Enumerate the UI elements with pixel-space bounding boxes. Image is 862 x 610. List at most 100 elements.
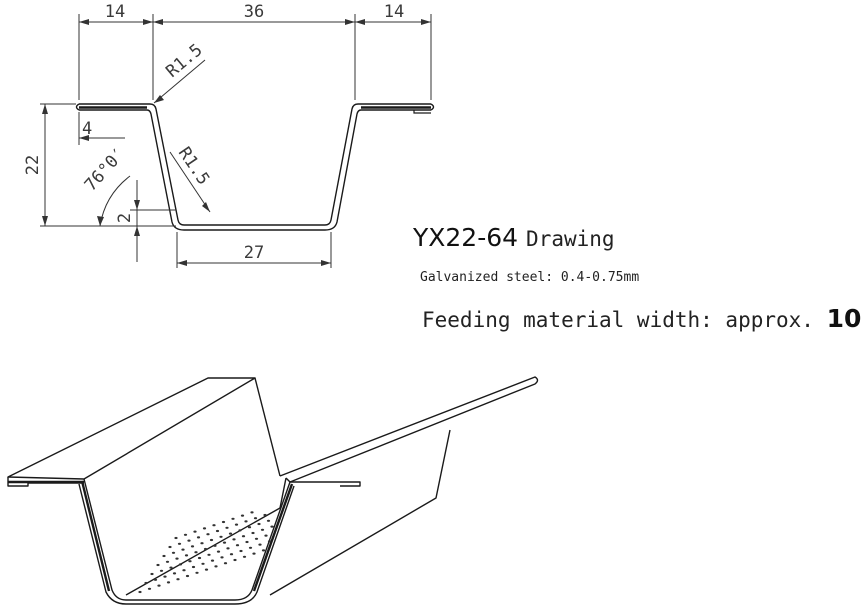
perforation-dot [175, 557, 179, 560]
perforation-dot [144, 581, 148, 585]
perforation-dot [215, 529, 220, 533]
dim-radius-top: R1.5 [162, 40, 206, 82]
perforation-dot [184, 554, 189, 557]
perforation-dot [147, 587, 152, 590]
perforation-dot [196, 536, 201, 539]
perforation-dots [138, 511, 274, 594]
perforation-dot [213, 544, 217, 547]
perforation-dot [264, 534, 268, 537]
perforation-dot [252, 552, 256, 555]
perforation-dot [183, 533, 188, 536]
perforation-dot [235, 544, 240, 547]
perforation-dot [174, 536, 178, 540]
perforation-dot [244, 520, 248, 523]
model-name: YX22-64 [412, 223, 518, 252]
perforation-dot [157, 584, 161, 587]
dim-top-right-flange: 14 [384, 2, 404, 22]
perforation-dot [240, 514, 245, 517]
perforation-dot [204, 568, 209, 571]
perforation-dot [247, 526, 252, 529]
perforation-dot [162, 554, 166, 558]
perforation-dot [214, 565, 218, 568]
perforation-dot [188, 560, 192, 563]
perforation-dot [201, 562, 205, 565]
perforation-dot [242, 555, 247, 558]
perforation-dot [153, 578, 158, 581]
perforation-dot [150, 572, 154, 576]
arrowheads [42, 19, 431, 266]
perforation-dot [216, 550, 221, 553]
perforation-dot [228, 532, 233, 535]
perforation-dot [251, 531, 255, 535]
perforation-dot [261, 549, 266, 552]
perforation-dot [182, 569, 186, 572]
feeding-width-label: Feeding material width: approx. [422, 308, 827, 332]
perforation-dot [171, 551, 176, 554]
perforation-dot [263, 513, 267, 517]
perforation-dot [203, 547, 208, 551]
perforation-dot [219, 535, 223, 538]
perforation-dot [185, 574, 190, 578]
perforation-dot [138, 590, 142, 594]
perforation-dot [190, 545, 195, 548]
perforation-dot [232, 538, 236, 541]
perforation-dot [166, 581, 171, 584]
perforation-dot [194, 551, 198, 554]
perforation-dot [258, 543, 262, 546]
perforation-dot [177, 542, 182, 545]
material-spec: Galvanized steel: 0.4-0.75mm [420, 270, 639, 285]
dim-angle: 76°0′ [81, 144, 130, 195]
perforation-dot [169, 566, 173, 569]
perforation-dot [239, 549, 243, 553]
perforation-dot [209, 538, 214, 542]
isometric-view [7, 376, 539, 605]
perforation-dot [267, 540, 272, 543]
dim-height: 22 [23, 155, 43, 175]
perforation-dot [176, 578, 180, 581]
perforation-dot [163, 575, 167, 578]
perforation-dot [212, 524, 216, 527]
title-word: Drawing [526, 227, 615, 251]
perforation-dot [210, 559, 215, 562]
perforation-dot [225, 526, 229, 529]
perforation-dot [220, 556, 224, 559]
perforation-dot [250, 511, 254, 514]
perforation-dot [159, 569, 164, 572]
dimension-lines [40, 14, 432, 268]
perforation-dot [266, 519, 271, 522]
perforation-dot [257, 522, 261, 526]
perforation-dot [270, 525, 274, 528]
perforation-dot [248, 546, 253, 549]
perforation-dot [245, 540, 249, 544]
perforation-dot [260, 528, 265, 531]
perforation-dot [165, 560, 170, 563]
perforation-dot [191, 565, 196, 569]
perforation-dot [168, 545, 172, 549]
perforation-dot [181, 548, 185, 551]
perforation-dot [233, 558, 237, 562]
feeding-width-line: Feeding material width: approx. 104mm [422, 304, 862, 333]
perforation-dot [254, 537, 259, 540]
perforation-dot [193, 530, 197, 533]
perforation-dot [253, 517, 258, 520]
perforation-dot [226, 547, 230, 550]
perforation-dot [195, 571, 199, 574]
feeding-width-value: 104mm [827, 304, 862, 333]
perforation-dot [241, 535, 246, 538]
perforation-dot [234, 523, 239, 526]
perforation-dot [187, 539, 191, 542]
perforation-dot [229, 553, 234, 556]
perforation-dot [178, 563, 183, 566]
perforation-dot [231, 517, 235, 520]
perforation-dot [202, 527, 207, 530]
perforation-dot [206, 533, 210, 536]
dim-top-left-flange: 14 [105, 2, 125, 22]
dim-bottom-width: 27 [244, 243, 264, 263]
dim-top-middle: 36 [244, 2, 264, 22]
perforation-dot [200, 542, 204, 545]
perforation-dot [238, 529, 242, 532]
perforation-dot [222, 541, 227, 544]
perforation-dot [156, 563, 160, 567]
cross-section [75, 103, 435, 231]
